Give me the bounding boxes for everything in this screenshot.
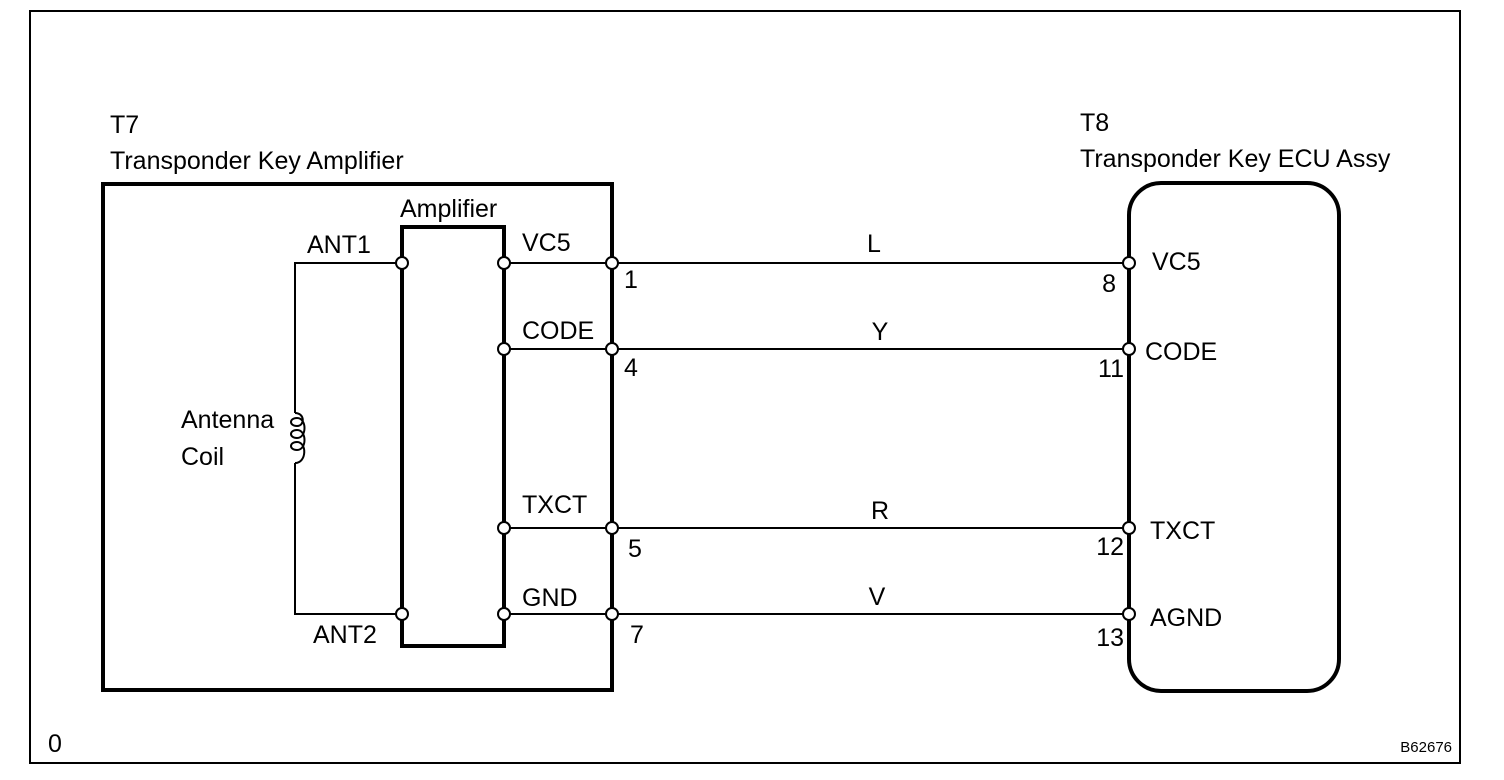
signal-left-label: TXCT (522, 491, 587, 519)
amplifier-unit-box (101, 182, 614, 692)
wire-color-code: Y (872, 318, 889, 346)
t7-connector-pin (605, 521, 619, 535)
signal-right-label: CODE (1145, 338, 1217, 366)
figure-id: B62676 (1400, 739, 1452, 756)
ant2-label: ANT2 (313, 621, 377, 649)
t8-connector-pin (1122, 256, 1136, 270)
amplifier-unit-name: Transponder Key Amplifier (110, 147, 404, 175)
signal-left-label: VC5 (522, 229, 571, 257)
amplifier-block (400, 225, 506, 648)
pin-left-number: 5 (628, 535, 642, 563)
pin-right-number: 11 (1098, 355, 1124, 383)
pin-left-number: 7 (630, 621, 644, 649)
wire-color-code: R (871, 497, 889, 525)
pin-right-number: 12 (1096, 533, 1124, 561)
amplifier-unit-ref: T7 (110, 111, 139, 139)
signal-left-label: CODE (522, 317, 594, 345)
antenna-coil-icon (290, 412, 306, 464)
footer-left-mark: 0 (48, 730, 62, 758)
amp-terminal (497, 256, 511, 270)
t7-connector-pin (605, 607, 619, 621)
ecu-unit-name: Transponder Key ECU Assy (1080, 145, 1391, 173)
amp-terminal (497, 342, 511, 356)
t7-connector-pin (605, 256, 619, 270)
antenna-label-line2: Coil (181, 443, 224, 471)
amp-terminal (497, 607, 511, 621)
amplifier-block-label: Amplifier (400, 195, 497, 223)
ant2-terminal (395, 607, 409, 621)
pin-left-number: 4 (624, 354, 638, 382)
t8-connector-pin (1122, 607, 1136, 621)
antenna-label-line1: Antenna (181, 406, 274, 434)
t8-connector-pin (1122, 521, 1136, 535)
signal-left-label: GND (522, 584, 578, 612)
antenna-wire-top (294, 262, 402, 413)
wire-txct: TXCT 5 R 12 TXCT (497, 491, 1215, 563)
diagram-frame (29, 10, 1461, 764)
pin-left-number: 1 (624, 266, 638, 294)
ecu-unit-ref: T8 (1080, 109, 1109, 137)
pin-right-number: 8 (1102, 270, 1116, 298)
signal-right-label: TXCT (1150, 517, 1215, 545)
wire-color-code: L (867, 230, 881, 258)
amp-terminal (497, 521, 511, 535)
signal-right-label: VC5 (1152, 248, 1201, 276)
pin-right-number: 13 (1096, 624, 1124, 652)
t7-connector-pin (605, 342, 619, 356)
t8-connector-pin (1122, 342, 1136, 356)
antenna-wire-bottom (294, 463, 402, 615)
ant1-terminal (395, 256, 409, 270)
ecu-unit-box (1127, 181, 1341, 693)
signal-right-label: AGND (1150, 604, 1222, 632)
wire-vc5: VC5 1 L 8 VC5 (497, 229, 1201, 298)
wire-gnd: GND 7 V 13 AGND (497, 583, 1222, 652)
wire-code: CODE 4 Y 11 CODE (497, 317, 1217, 383)
ant1-label: ANT1 (307, 231, 371, 259)
wire-color-code: V (869, 583, 886, 611)
